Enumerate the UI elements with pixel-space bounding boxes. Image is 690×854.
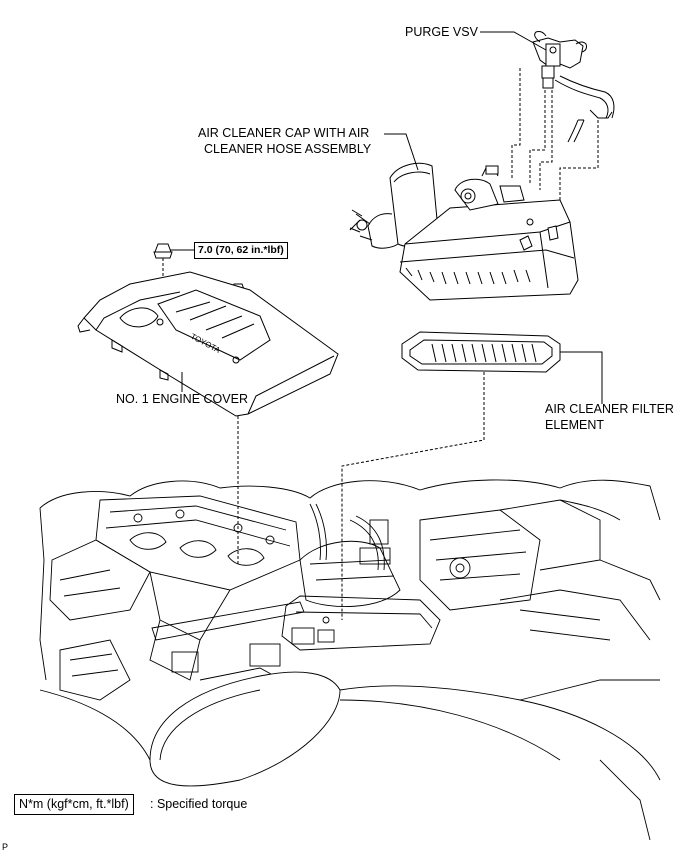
legend-description: : Specified torque (150, 797, 248, 811)
air-filter-label-line1: AIR CLEANER FILTER (545, 402, 674, 416)
purge-vsv-leader (480, 31, 547, 51)
engine-cover-label: NO. 1 ENGINE COVER (116, 392, 248, 406)
torque-spec-box: 7.0 (70, 62 in.*lbf) (194, 242, 288, 259)
air-filter-leader (560, 351, 603, 404)
air-cleaner-cap-part (349, 162, 579, 301)
air-cleaner-cap-leader (384, 133, 419, 171)
air-cleaner-cap-label-line2: CLEANER HOSE ASSEMBLY (204, 142, 372, 156)
nut-left (153, 243, 173, 259)
corner-code: P (2, 842, 9, 852)
air-filter-element-part (401, 331, 561, 373)
air-filter-label-line2: ELEMENT (545, 418, 605, 432)
air-cleaner-cap-label-line1: AIR CLEANER CAP WITH AIR (198, 126, 370, 140)
purge-vsv-part (532, 31, 615, 143)
engine-cover-part (77, 271, 339, 417)
engine-bay-illustration (39, 479, 661, 841)
purge-vsv-label: PURGE VSV (405, 25, 478, 39)
legend-unit-box: N*m (kgf*cm, ft.*lbf) (14, 794, 134, 815)
vsv-dashed-guides (511, 68, 599, 200)
install-dashed-guides (237, 372, 485, 620)
